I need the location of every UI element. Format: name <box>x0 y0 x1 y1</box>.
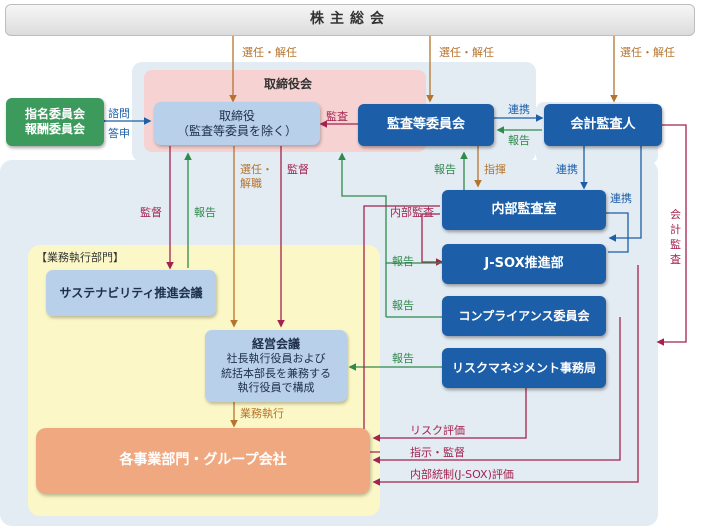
label-elect-3: 選任・解任 <box>620 46 675 59</box>
label-elect-dismiss-1: 選任・ <box>240 163 273 176</box>
label-instruction: 指示・監督 <box>410 446 465 459</box>
audit-committee-box: 監査等委員会 <box>358 104 494 146</box>
mgmt-line3: 執行役員で構成 <box>237 380 315 394</box>
label-direct: 指揮 <box>484 163 506 176</box>
label-report-3: 報告 <box>194 206 216 219</box>
label-risk-evaluation: リスク評価 <box>410 424 465 437</box>
director-line2: （監査等委員を除く） <box>176 123 297 138</box>
director-box: 取締役 （監査等委員を除く） <box>154 102 320 145</box>
label-elect-dismiss-2: 解職 <box>240 177 262 190</box>
label-report-5: 報告 <box>392 299 414 312</box>
label-cooperate-3: 連携 <box>610 192 632 205</box>
compliance-box: コンプライアンス委員会 <box>442 296 606 336</box>
director-line1: 取締役 <box>218 108 255 123</box>
label-report-6: 報告 <box>392 352 414 365</box>
management-committee-box: 経営会議 社長執行役員および 統括本部長を兼務する 執行役員で構成 <box>205 330 347 402</box>
jsox-box: J-SOX推進部 <box>442 244 606 284</box>
sustainability-box: サステナビリティ推進会議 <box>46 270 216 316</box>
nomination-line2: 報酬委員会 <box>24 122 85 136</box>
mgmt-line1: 社長執行役員および <box>226 352 326 366</box>
nomination-line1: 指名委員会 <box>24 107 85 121</box>
label-supervise-1: 監督 <box>287 163 309 176</box>
label-icfr-evaluation: 内部統制(J-SOX)評価 <box>410 468 514 481</box>
label-cooperate-1: 連携 <box>508 103 530 116</box>
risk-management-box: リスクマネジメント事務局 <box>442 348 606 388</box>
mgmt-title: 経営会議 <box>251 336 300 351</box>
internal-audit-box: 内部監査室 <box>442 190 606 230</box>
business-units-box: 各事業部門・グループ会社 <box>36 428 370 494</box>
execution-section-label: 【業務執行部門】 <box>36 251 124 264</box>
nomination-committee-box: 指名委員会 報酬委員会 <box>6 98 104 146</box>
label-report-2: 報告 <box>434 163 456 176</box>
board-title: 取締役会 <box>264 77 313 91</box>
shareholders-meeting: 株主総会 <box>5 4 695 36</box>
label-elect-2: 選任・解任 <box>439 46 494 59</box>
mgmt-line2: 統括本部長を兼務する <box>221 366 331 380</box>
label-accounting-audit: 会計監査 <box>670 208 681 266</box>
label-elect-1: 選任・解任 <box>242 46 297 59</box>
label-consult: 諮問 <box>108 107 130 120</box>
label-cooperate-2: 連携 <box>556 163 578 176</box>
accounting-auditor-box: 会計監査人 <box>544 104 662 146</box>
label-internal-audit: 内部監査 <box>390 206 434 219</box>
label-report-4: 報告 <box>392 255 414 268</box>
shareholders-title: 株主総会 <box>310 11 390 28</box>
label-supervise-2: 監督 <box>140 206 162 219</box>
label-execution: 業務執行 <box>240 407 284 420</box>
label-audit: 監査 <box>326 110 348 123</box>
label-report-1: 報告 <box>508 134 530 147</box>
label-answer: 答申 <box>108 127 130 140</box>
